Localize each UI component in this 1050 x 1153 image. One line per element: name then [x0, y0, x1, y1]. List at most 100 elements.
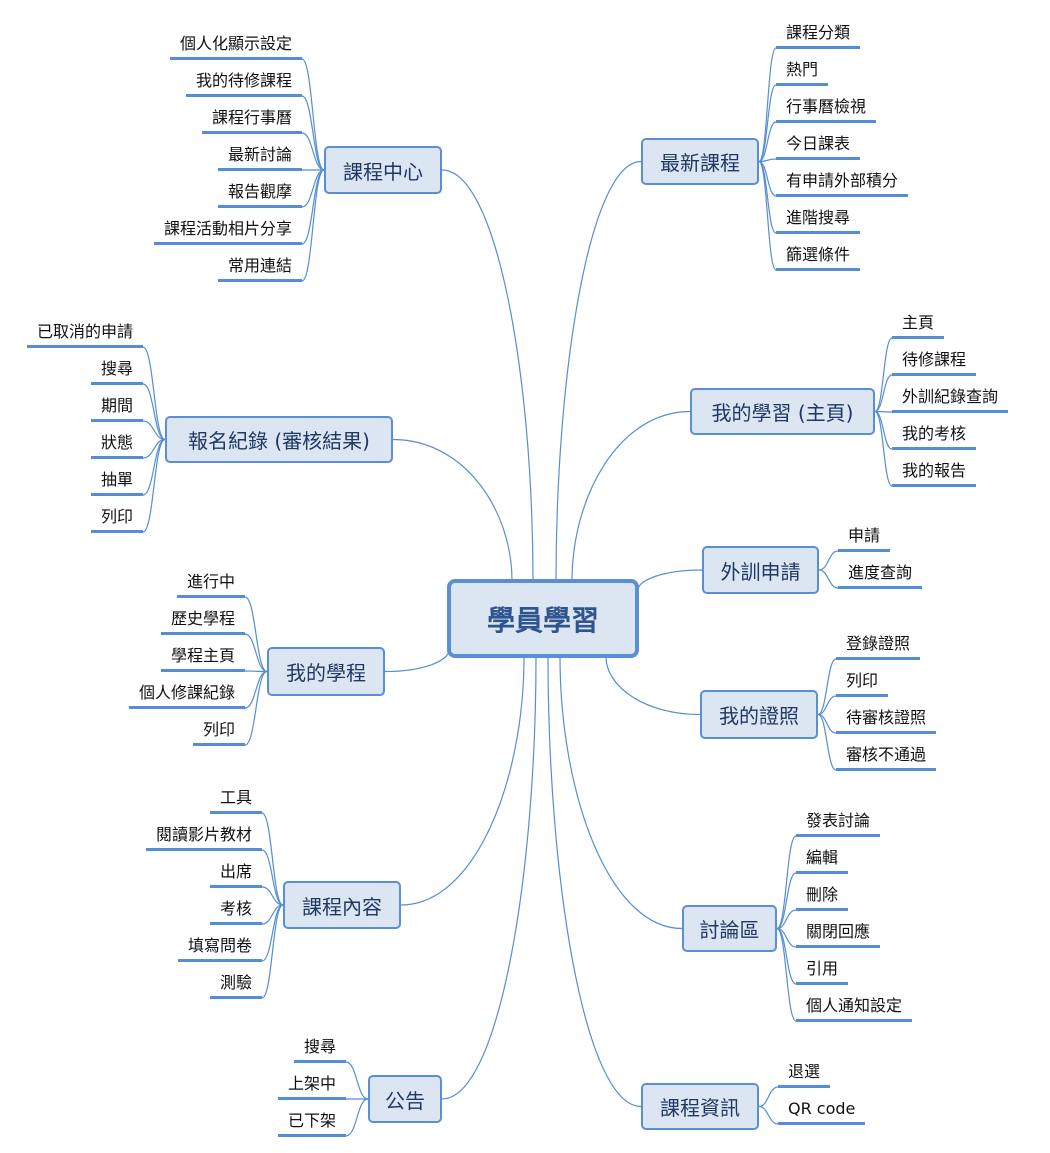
- leaf-connector-discussion-5: [776, 927, 797, 1022]
- leaf-connector-course-center-2: [301, 132, 325, 171]
- leaf-enrollment-records-2[interactable]: 期間: [90, 393, 143, 422]
- leaf-course-content-0[interactable]: 工具: [209, 785, 262, 814]
- leaf-connector-my-programs-4: [244, 670, 268, 746]
- leaf-course-content-1[interactable]: 閱讀影片教材: [145, 822, 262, 851]
- leaf-my-learning-2[interactable]: 外訓紀錄查詢: [892, 384, 1009, 413]
- leaf-enrollment-records-4[interactable]: 抽單: [90, 467, 143, 496]
- leaf-announcements-1[interactable]: 上架中: [277, 1071, 346, 1100]
- connector-latest-courses: [555, 160, 642, 582]
- branch-course-content[interactable]: 課程內容: [283, 881, 401, 929]
- leaf-discussion-1[interactable]: 編輯: [796, 845, 849, 874]
- branch-course-center[interactable]: 課程中心: [324, 146, 442, 194]
- connector-course-center: [441, 169, 534, 582]
- leaf-course-center-0[interactable]: 個人化顯示設定: [169, 31, 302, 60]
- leaf-my-certificates-3[interactable]: 審核不通過: [836, 742, 937, 771]
- leaf-enrollment-records-0[interactable]: 已取消的申請: [26, 319, 143, 348]
- leaf-latest-courses-5[interactable]: 進階搜尋: [776, 205, 861, 234]
- branch-my-learning[interactable]: 我的學習 (主頁): [690, 388, 875, 435]
- leaf-connector-my-programs-1: [244, 633, 268, 673]
- branch-my-programs[interactable]: 我的學程: [267, 647, 385, 696]
- leaf-course-center-5[interactable]: 課程活動相片分享: [153, 216, 302, 245]
- leaf-my-programs-4[interactable]: 列印: [192, 717, 245, 746]
- leaf-course-content-4[interactable]: 填寫問卷: [177, 933, 262, 962]
- leaf-course-info-0[interactable]: 退選: [778, 1059, 831, 1088]
- leaf-connector-enrollment-records-2: [142, 420, 166, 441]
- leaf-my-certificates-0[interactable]: 登錄證照: [836, 631, 921, 660]
- leaf-connector-my-programs-3: [244, 670, 268, 709]
- leaf-my-learning-1[interactable]: 待修課程: [892, 347, 977, 376]
- leaf-connector-my-certificates-1: [817, 695, 837, 716]
- leaf-connector-discussion-2: [776, 909, 797, 930]
- connector-announcements: [441, 656, 537, 1100]
- leaf-course-content-5[interactable]: 測驗: [209, 970, 262, 999]
- leaf-connector-discussion-0: [776, 835, 797, 930]
- leaf-my-programs-1[interactable]: 歷史學程: [160, 606, 245, 635]
- leaf-latest-courses-4[interactable]: 有申請外部積分: [776, 168, 909, 197]
- leaf-my-certificates-2[interactable]: 待審核證照: [836, 705, 937, 734]
- leaf-enrollment-records-5[interactable]: 列印: [90, 504, 143, 533]
- branch-latest-courses[interactable]: 最新課程: [641, 138, 759, 185]
- leaf-my-learning-3[interactable]: 我的考核: [892, 421, 977, 450]
- branch-enrollment-records[interactable]: 報名紀錄 (審核結果): [165, 416, 393, 463]
- leaf-connector-my-programs-2: [244, 670, 268, 673]
- leaf-latest-courses-1[interactable]: 熱門: [776, 57, 829, 86]
- branch-course-info[interactable]: 課程資訊: [641, 1083, 759, 1130]
- leaf-external-training-0[interactable]: 申請: [838, 523, 891, 552]
- leaf-announcements-0[interactable]: 搜尋: [293, 1034, 346, 1063]
- leaf-course-center-2[interactable]: 課程行事曆: [201, 105, 302, 134]
- leaf-discussion-5[interactable]: 個人通知設定: [796, 993, 913, 1022]
- leaf-latest-courses-2[interactable]: 行事曆檢視: [776, 94, 877, 123]
- leaf-my-programs-2[interactable]: 學程主頁: [160, 643, 245, 672]
- leaf-connector-enrollment-records-5: [142, 438, 166, 533]
- connector-enrollment-records: [392, 438, 513, 582]
- leaf-discussion-0[interactable]: 發表討論: [796, 808, 881, 837]
- leaf-connector-external-training-1: [818, 569, 839, 589]
- leaf-discussion-4[interactable]: 引用: [796, 956, 849, 985]
- leaf-connector-my-learning-0: [874, 337, 893, 413]
- leaf-my-learning-0[interactable]: 主頁: [892, 310, 945, 339]
- leaf-course-content-3[interactable]: 考核: [209, 896, 262, 925]
- leaf-enrollment-records-3[interactable]: 狀態: [90, 430, 143, 459]
- leaf-external-training-1[interactable]: 進度查詢: [838, 560, 923, 589]
- leaf-connector-course-center-4: [301, 169, 325, 208]
- leaf-enrollment-records-1[interactable]: 搜尋: [90, 356, 143, 385]
- leaf-connector-latest-courses-1: [758, 84, 777, 163]
- leaf-my-programs-3[interactable]: 個人修課紀錄: [128, 680, 245, 709]
- leaf-course-center-4[interactable]: 報告觀摩: [217, 179, 302, 208]
- leaf-discussion-3[interactable]: 關閉回應: [796, 919, 881, 948]
- leaf-latest-courses-0[interactable]: 課程分類: [776, 20, 861, 49]
- connector-external-training: [637, 569, 703, 591]
- leaf-connector-course-content-1: [261, 849, 284, 906]
- leaf-course-center-6[interactable]: 常用連結: [217, 253, 302, 282]
- leaf-latest-courses-3[interactable]: 今日課表: [776, 131, 861, 160]
- leaf-connector-enrollment-records-0: [142, 346, 166, 441]
- leaf-connector-course-content-0: [261, 812, 284, 906]
- leaf-connector-course-center-0: [301, 58, 325, 171]
- leaf-connector-external-training-0: [818, 550, 839, 571]
- leaf-connector-course-center-5: [301, 169, 325, 245]
- connector-my-certificates: [605, 656, 701, 716]
- leaf-discussion-2[interactable]: 刪除: [796, 882, 849, 911]
- leaf-connector-latest-courses-3: [758, 158, 777, 163]
- leaf-course-info-1[interactable]: QR code: [778, 1096, 866, 1125]
- leaf-connector-course-info-1: [758, 1105, 779, 1125]
- branch-discussion[interactable]: 討論區: [682, 905, 777, 952]
- connector-my-learning: [571, 410, 691, 582]
- leaf-course-content-2[interactable]: 出席: [209, 859, 262, 888]
- central-topic[interactable]: 學員學習: [447, 579, 639, 658]
- leaf-my-certificates-1[interactable]: 列印: [836, 668, 889, 697]
- leaf-connector-course-content-5: [261, 904, 284, 999]
- leaf-connector-my-learning-4: [874, 410, 893, 487]
- leaf-my-learning-4[interactable]: 我的報告: [892, 458, 977, 487]
- leaf-latest-courses-6[interactable]: 篩選條件: [776, 242, 861, 271]
- leaf-course-center-1[interactable]: 我的待修課程: [185, 68, 302, 97]
- branch-external-training[interactable]: 外訓申請: [702, 546, 819, 594]
- connector-my-programs: [384, 649, 450, 673]
- branch-my-certificates[interactable]: 我的證照: [700, 690, 818, 739]
- leaf-my-programs-0[interactable]: 進行中: [176, 569, 245, 598]
- leaf-announcements-2[interactable]: 已下架: [277, 1108, 346, 1137]
- branch-announcements[interactable]: 公告: [368, 1075, 442, 1123]
- leaf-course-center-3[interactable]: 最新討論: [217, 142, 302, 171]
